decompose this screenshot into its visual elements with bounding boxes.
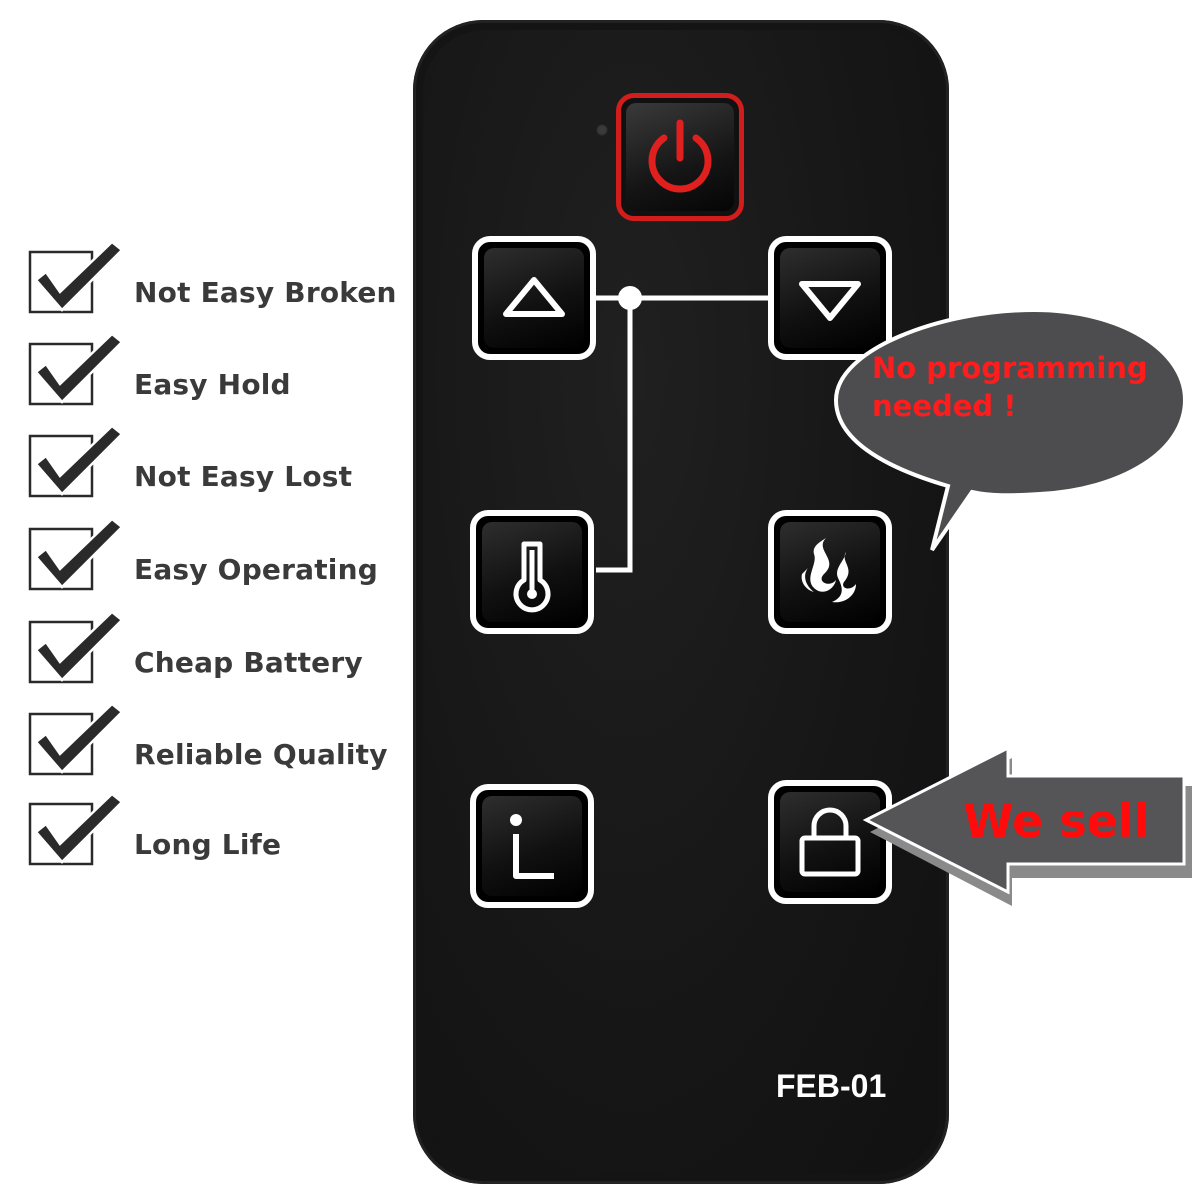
feature-item: Long Life <box>26 790 426 870</box>
button-face <box>482 796 582 896</box>
power-icon <box>648 119 712 193</box>
flame-button[interactable] <box>768 510 892 634</box>
flame-icon <box>801 538 856 603</box>
triangle-down-icon <box>799 281 861 321</box>
checkmark-icon <box>28 332 124 406</box>
power-button[interactable] <box>616 93 744 221</box>
feature-label: Long Life <box>134 828 282 861</box>
checkmark-icon <box>28 610 124 684</box>
heater-button[interactable] <box>470 510 594 634</box>
info-timer-icon <box>510 814 554 879</box>
lock-icon <box>799 807 861 877</box>
feature-label: Easy Hold <box>134 368 291 401</box>
button-face <box>484 248 584 348</box>
feature-item: Easy Hold <box>26 330 426 410</box>
model-number: FEB-01 <box>776 1068 887 1104</box>
feature-list: Not Easy Broken Easy Hold Not Easy Lost … <box>26 238 426 878</box>
triangle-up-icon <box>503 277 565 317</box>
feature-label: Not Easy Broken <box>134 276 397 309</box>
indicator-led <box>596 124 608 136</box>
checkmark-icon <box>28 792 124 866</box>
feature-label: Not Easy Lost <box>134 460 353 493</box>
feature-label: Easy Operating <box>134 553 378 586</box>
temperature-down-button[interactable] <box>768 236 892 360</box>
feature-item: Not Easy Lost <box>26 422 426 502</box>
checkmark-icon <box>28 424 124 498</box>
checkmark-icon <box>28 517 124 591</box>
feature-item: Reliable Quality <box>26 700 426 780</box>
arrow-text: We sell <box>963 794 1150 848</box>
checkmark-icon <box>28 240 124 314</box>
checkmark-icon <box>28 702 124 776</box>
feature-item: Easy Operating <box>26 515 426 595</box>
feature-label: Cheap Battery <box>134 646 363 679</box>
bubble-text: No programming needed ! <box>872 351 1148 423</box>
feature-label: Reliable Quality <box>134 738 388 771</box>
thermometer-icon <box>513 541 551 613</box>
temperature-up-button[interactable] <box>472 236 596 360</box>
feature-item: Not Easy Broken <box>26 238 426 318</box>
feature-item: Cheap Battery <box>26 608 426 688</box>
timer-button[interactable] <box>470 784 594 908</box>
lock-button[interactable] <box>768 780 892 904</box>
